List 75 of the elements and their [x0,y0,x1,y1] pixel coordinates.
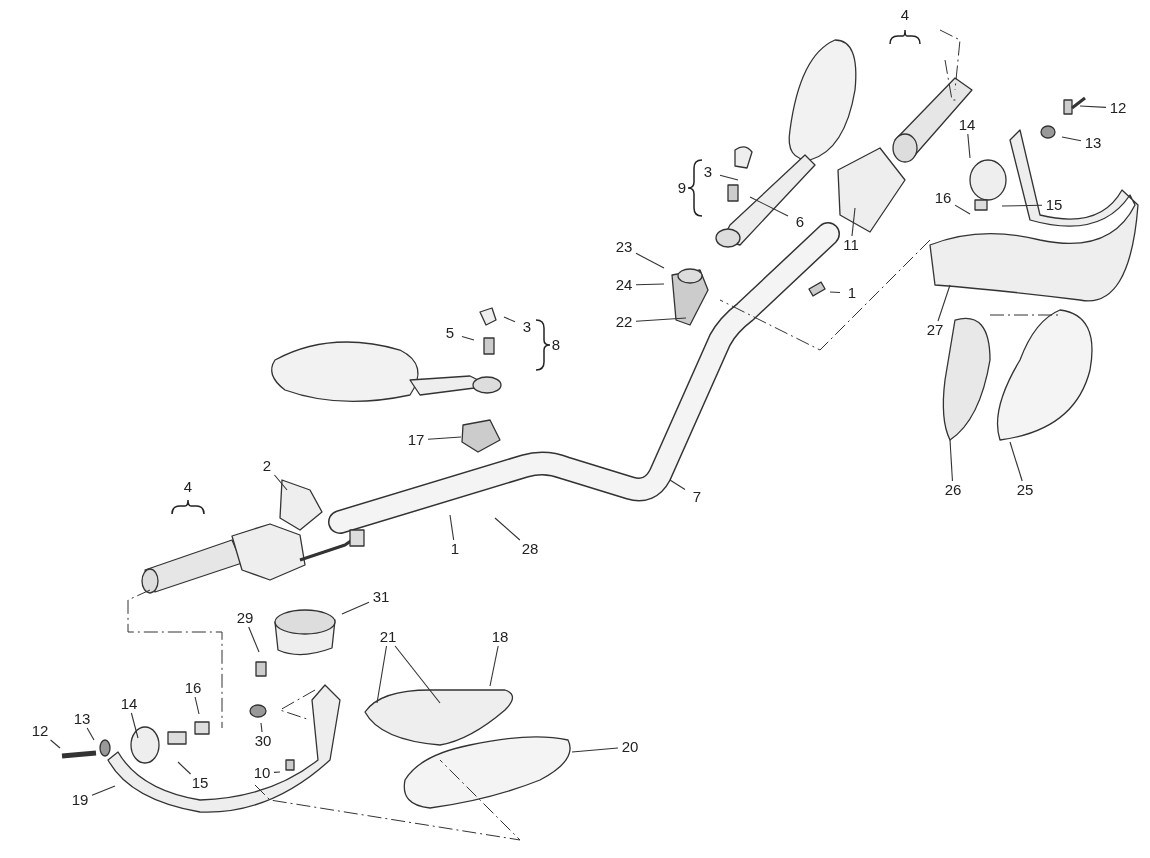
callout-number: 19 [68,791,92,809]
callout-number: 3 [696,163,720,181]
callout-number: 3 [515,318,539,336]
callout-number: 4 [899,6,911,24]
callout-number: 16 [931,189,955,207]
callout-number: 15 [1042,196,1066,214]
callout-number: 6 [788,213,812,231]
callout-number: 27 [923,321,947,339]
leader-line [489,645,499,687]
callout-number: 11 [839,236,863,254]
leader-line [635,317,687,322]
leader-line [967,133,971,159]
leader-line [937,284,951,322]
callout-number: 22 [612,313,636,331]
callout-number: 15 [188,774,212,792]
callout-number: 8 [550,336,562,354]
leader-line [494,517,521,541]
leader-line [260,722,263,733]
leader-line [177,761,192,775]
leader-line [829,291,841,293]
callout-number: 20 [618,738,642,756]
callout-number: 24 [612,276,636,294]
callout-number: 7 [685,488,709,506]
leader-line [503,316,516,323]
callout-number: 13 [70,710,94,728]
leader-line [635,283,665,286]
leader-line [1009,441,1023,482]
callout-number: 2 [255,457,279,475]
callout-number: 31 [369,588,393,606]
callout-number: 17 [404,431,428,449]
callout-number: 1 [840,284,864,302]
callout-number: 26 [941,481,965,499]
callout-number: 1 [443,540,467,558]
leader-line [427,436,462,440]
leader-line [461,335,475,341]
leader-line [449,514,455,541]
leader-line [394,645,441,704]
callout-number: 29 [233,609,257,627]
leader-line [376,645,388,704]
leader-line [248,626,260,653]
leader-line [194,696,200,715]
leader-line [273,771,281,773]
leader-line [949,439,953,482]
callout-number: 13 [1081,134,1105,152]
callout-number: 12 [1106,99,1130,117]
callout-number: 25 [1013,481,1037,499]
callout-number: 14 [117,695,141,713]
leader-line [571,747,619,753]
leader-line [669,479,686,490]
callout-number: 16 [181,679,205,697]
callout-number: 30 [251,732,275,750]
callout-number: 23 [612,238,636,256]
leader-line [341,601,370,615]
leader-line [50,739,61,749]
leader-line [91,785,116,796]
leader-line [719,174,739,181]
callout-number: 14 [955,116,979,134]
callout-number: 5 [438,324,462,342]
leader-line [1001,204,1043,207]
leader-line [851,207,856,237]
callout-number: 10 [250,764,274,782]
leader-line [1061,136,1082,142]
leader-line [954,204,971,215]
callout-number: 21 [376,628,400,646]
leader-line [749,196,789,217]
callout-number: 18 [488,628,512,646]
leader-line [1079,105,1107,108]
leader-line [635,252,665,269]
leader-line [273,474,288,491]
callout-number: 28 [518,540,542,558]
callout-number: 12 [28,722,52,740]
leader-line [130,712,139,739]
callout-number: 4 [182,478,194,496]
callout-number: 9 [676,179,688,197]
leader-line [86,727,95,741]
